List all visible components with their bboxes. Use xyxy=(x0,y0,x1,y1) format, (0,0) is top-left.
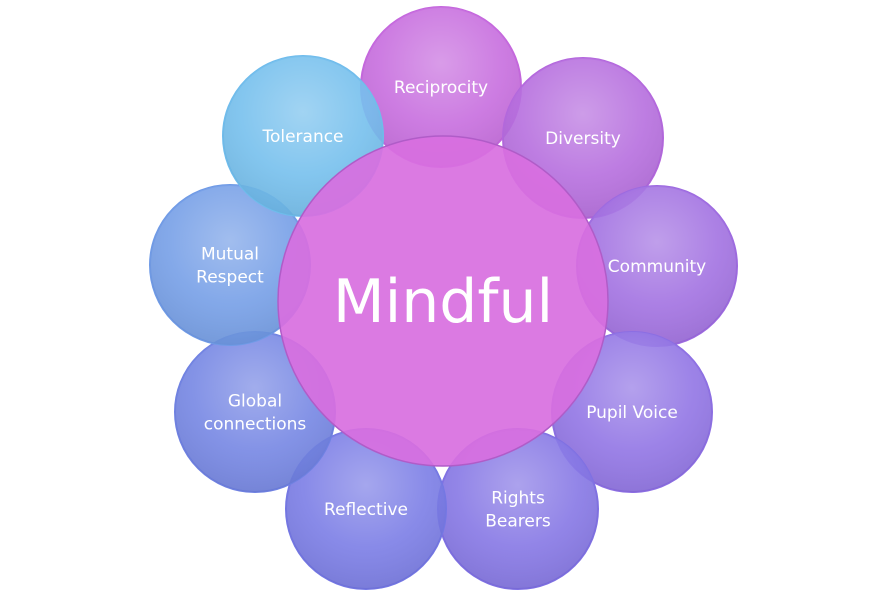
node-community: Community xyxy=(576,185,738,347)
node-shine xyxy=(577,186,737,346)
node-shine xyxy=(438,429,598,589)
node-shine xyxy=(361,7,521,167)
node-label: Tolerance xyxy=(261,127,343,147)
node-label: Reciprocity xyxy=(394,78,488,98)
node-diversity: Diversity xyxy=(502,57,664,219)
node-reflective: Reflective xyxy=(285,428,447,590)
node-label: Mutual xyxy=(201,245,259,265)
center-circle xyxy=(277,135,609,467)
node-label: Reflective xyxy=(324,500,408,520)
node-label: Diversity xyxy=(545,129,621,149)
node-reciprocity: Reciprocity xyxy=(360,6,522,168)
node-label: Community xyxy=(608,257,706,277)
node-shine xyxy=(150,185,310,345)
center-label: Mindful xyxy=(333,267,553,337)
center-group: Mindful xyxy=(277,135,609,467)
node-shine xyxy=(286,429,446,589)
node-label: Global xyxy=(228,392,282,412)
node-label: Bearers xyxy=(485,512,551,532)
node-label: Rights xyxy=(491,489,545,509)
node-label: connections xyxy=(204,415,307,435)
node-label: Respect xyxy=(196,268,264,288)
node-label: Pupil Voice xyxy=(586,403,678,423)
